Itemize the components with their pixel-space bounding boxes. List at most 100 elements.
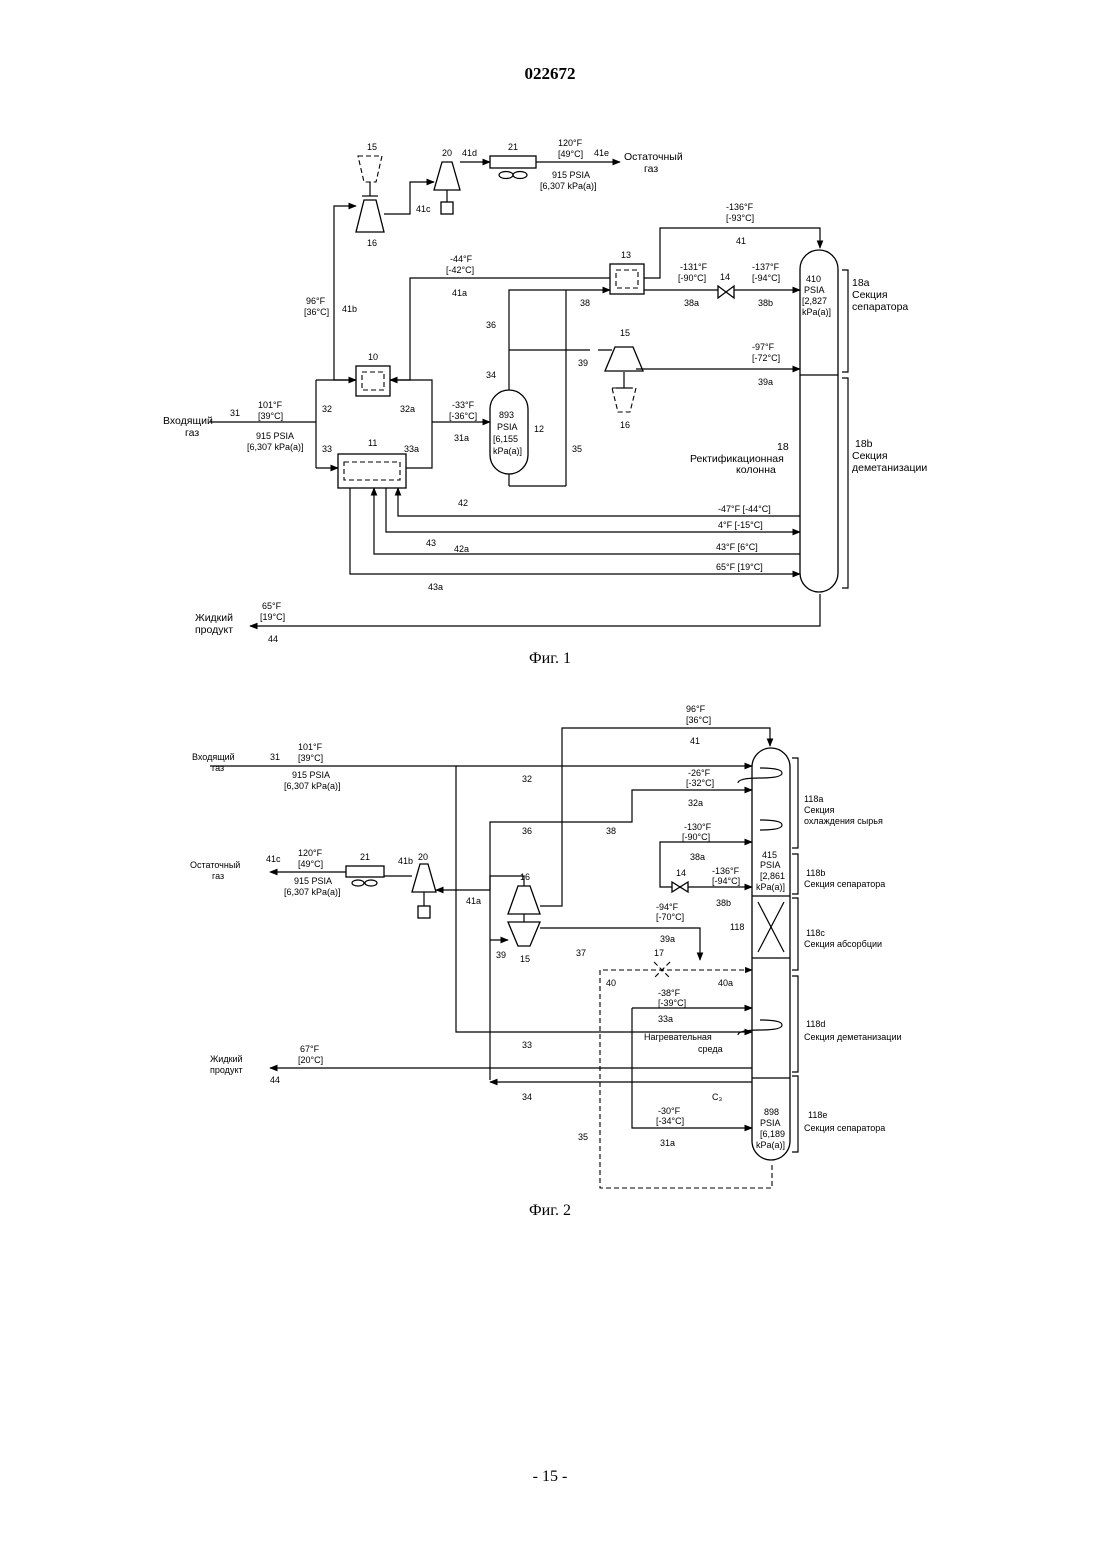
fig2-s118c-l1: Секция абсорбции [804,939,882,949]
fig2-residue-pressure: 915 PSIA [294,876,332,886]
fig2-inlet-temp-f: 101°F [298,742,323,752]
fig1-residue-temp-c: [49°C] [558,149,583,159]
fig1-stream-41e: 41e [594,148,609,158]
fig1-t31a-c: [-36°C] [449,411,477,421]
fig1-inlet-l2: газ [185,427,199,439]
fig2-t41-c: [36°C] [686,715,711,725]
fig1-compressor-16a [356,200,384,232]
fig1-t41b-f: 96°F [306,296,326,306]
fig1-stream-41b: 41b [342,304,357,314]
fig2-t38a-c: [-90°C] [682,832,710,842]
fig2-heating-l2: среда [698,1044,723,1054]
fig2-inlet-temp-c: [39°C] [298,753,323,763]
fig2-label-20: 20 [418,852,428,862]
fig2-t32a-c: [-32°C] [686,778,714,788]
fig2-inlet-l2: газ [212,763,224,773]
fig2-label-16: 16 [520,872,530,882]
fig1-stream-42a: 42a [454,544,469,554]
fig1-t38b-c: [-94°C] [752,273,780,283]
fig1-stream-41c: 41c [416,204,431,214]
fig1-section-18b-l2: деметанизации [852,462,927,474]
fig2-inlet-l1: Входящий [192,752,235,762]
fig2-top-kpa1: [2,861 [760,871,785,881]
fig2-stream-33a: 33a [658,1014,673,1024]
fig2-stream-41b: 41b [398,856,413,866]
fig1-column-pressure: 410 [806,274,821,284]
fig2-residue-temp-f: 120°F [298,848,323,858]
fig1-label-16a: 16 [367,238,377,248]
figure-2-caption: Фиг. 2 [0,1202,1100,1220]
fig2-residue-l1: Остаточный [190,860,240,870]
fig1-t42a: 4°F [-15°C] [718,520,763,530]
fig2-t41-f: 96°F [686,704,706,714]
fig1-stream-31a: 31a [454,433,469,443]
fig2-t39a-f: -94°F [656,902,679,912]
fig1-residue-l2: газ [644,163,658,175]
fig1-sep-pressure: 893 [499,410,514,420]
fig1-residue-l1: Остаточный [624,151,683,163]
fig2-inlet-pressure: 915 PSIA [292,770,330,780]
fig1-motor [441,202,453,214]
fig2-s118a: 118a [804,794,823,804]
fig1-section-18a-l1: Секция [852,289,888,301]
fig2-label-21: 21 [360,852,370,862]
fig1-label-16b: 16 [620,420,630,430]
fig1-separator-12 [490,390,528,474]
fig1-t38a-c: [-90°C] [678,273,706,283]
fig1-t31a-f: -33°F [452,400,475,410]
fig1-stream-32a: 32a [400,404,415,414]
fig1-label-15a: 15 [367,142,377,152]
fig2-stream-41: 41 [690,736,700,746]
figure-1-caption: Фиг. 1 [0,650,1100,668]
fig1-column-kpa2: kPa(a)] [802,307,831,317]
fig1-inlet-l1: Входящий [163,415,213,427]
fig2-liquid-temp-c: [20°C] [298,1055,323,1065]
fig1-label-20: 20 [442,148,452,158]
fig1-section-18a: 18a [852,277,870,289]
fig2-bottom-psia: PSIA [760,1118,781,1128]
fig1-valve-14 [718,286,734,298]
fig1-inlet-kpa: [6,307 kPa(a)] [247,442,304,452]
fig1-sep-kpa2: kPa(a)] [493,446,522,456]
fig1-t38b-f: -137°F [752,262,780,272]
fig1-stream-36: 36 [486,320,496,330]
fig1-column-18: 410 PSIA [2,827 kPa(a)] [800,250,838,592]
fig1-cooler-21 [490,156,536,168]
fig2-motor [418,906,430,918]
fig2-stream-32a: 32a [688,798,703,808]
fig2-t33a-c: [-39°C] [658,998,686,1008]
fig2-liquid-temp-f: 67°F [300,1044,320,1054]
fig1-t41-f: -136°F [726,202,754,212]
fig1-t42: -47°F [-44°C] [718,504,771,514]
fig2-stream-38a: 38a [690,852,705,862]
fig1-t43a: 65°F [19°C] [716,562,763,572]
fig1-stream-41: 41 [736,236,746,246]
fig2-tower-118 [752,748,790,1160]
fig2-stream-36: 36 [522,826,532,836]
fig2-liquid-l1: Жидкий [210,1054,243,1064]
fig2-t39a-c: [-70°C] [656,912,684,922]
fig1-residue-kpa: [6,307 kPa(a)] [540,181,597,191]
fig1-section-18a-l2: сепаратора [852,301,908,313]
fig2-stream-38b: 38b [716,898,731,908]
figure-2: 415 PSIA [2,861 kPa(a)] 898 PSIA [6,189 … [190,704,902,1188]
fig1-stream-34: 34 [486,370,496,380]
fig2-label-15: 15 [520,954,530,964]
fig1-t41b-c: [36°C] [304,307,329,317]
fig2-stream-44: 44 [270,1075,280,1085]
fig1-stream-43a: 43a [428,582,443,592]
fig1-liquid-temp-c: [19°C] [260,612,285,622]
fig1-stream-38a: 38a [684,298,699,308]
fig2-top-psia: PSIA [760,860,781,870]
fig2-bottom-kpa2: kPa(a)] [756,1140,785,1150]
fig1-stream-39: 39 [578,358,588,368]
fig2-label-118: 118 [730,922,744,932]
fig2-bottom-pressure: 898 [764,1107,779,1117]
fig1-stream-39a: 39a [758,377,773,387]
fig1-stream-43: 43 [426,538,436,548]
fig1-stream-38: 38 [580,298,590,308]
fig1-stream-41d: 41d [462,148,477,158]
page-number: - 15 - [0,1468,1100,1486]
fig1-t41-c: [-93°C] [726,213,754,223]
